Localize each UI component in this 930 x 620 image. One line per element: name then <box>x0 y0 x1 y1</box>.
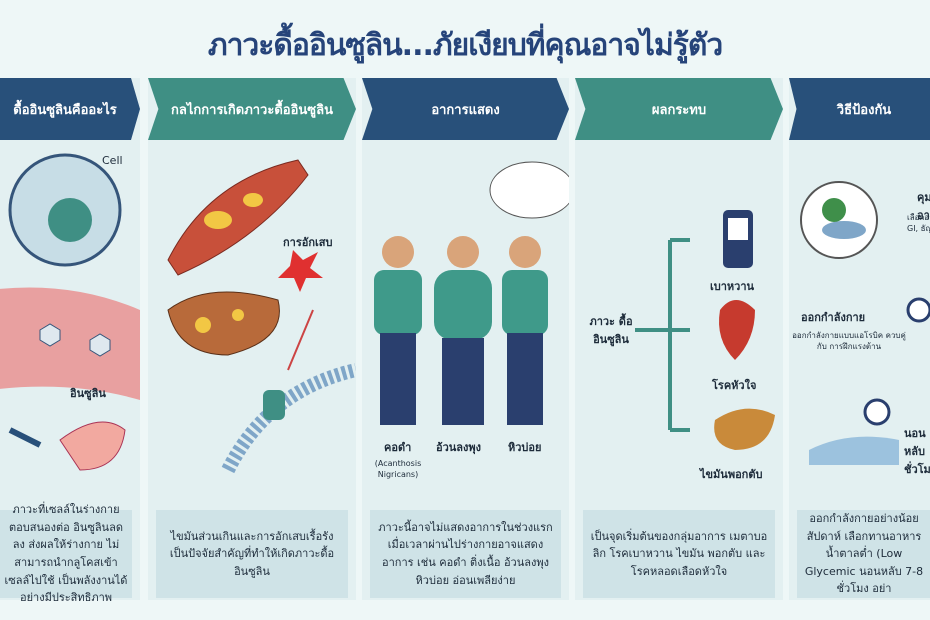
symptom-dark-neck: คอดำ <box>384 441 412 454</box>
section-header: วิธีป้องกัน <box>789 78 930 140</box>
cell-illustration: Cell อินซูลิน <box>0 140 140 500</box>
section-description: ภาวะที่เซลล์ในร่างกายตอบสนองต่อ อินซูลิน… <box>0 503 132 604</box>
section-mechanism: กลไกการเกิดภาวะดื้ออินซูลิน การอักเสบ ไข… <box>148 78 356 600</box>
section-header: ดื้ออินซูลินคืออะไร <box>0 78 140 140</box>
mechanism-illustration: การอักเสบ <box>148 140 356 500</box>
impact-heart: โรคหัวใจ <box>712 379 757 392</box>
prevention-exercise-desc: ออกกำลังกายแบบแอโรบิค ควบคู่กับ การฝึกแร… <box>792 331 906 352</box>
impact-diabetes: เบาหวาน <box>710 280 755 293</box>
section-prevention: วิธีป้องกัน คุมอาหาร เลือกอาหาร GI, ธัญพ… <box>789 78 930 600</box>
section-description: ไขมันส่วนเกินและการอักเสบเรื้อรัง เป็นปั… <box>156 510 348 598</box>
prevention-exercise: ออกกำลังกาย <box>801 311 866 324</box>
people-icon <box>374 161 569 425</box>
section-header: กลไกการเกิดภาวะดื้ออินซูลิน <box>148 78 356 140</box>
prevention-sleep: นอนหลับ ชั่วโมง <box>904 427 930 476</box>
section-what-is: ดื้ออินซูลินคืออะไร Cell อินซูลิน ภาวะที… <box>0 78 140 604</box>
branch-arrows-icon <box>635 210 775 450</box>
section-description: ภาวะนี้อาจไม่แสดงอาการในช่วงแรก เมื่อเวล… <box>370 510 561 598</box>
impact-source-label: ภาวะ ดื้อ อินซูลิน <box>589 315 633 346</box>
cell-label: Cell <box>102 154 123 167</box>
page-title: ภาวะดื้ออินซูลิน...ภัยเงียบที่คุณอาจไม่ร… <box>207 28 723 63</box>
plate-clock-bed-icon <box>800 181 930 465</box>
insulin-label: อินซูลิน <box>70 387 106 400</box>
section-description: เป็นจุดเริ่มต้นของกลุ่มอาการ เมตาบอลิก โ… <box>583 510 775 598</box>
inflammation-label: การอักเสบ <box>283 236 333 249</box>
section-header: อาการแสดง <box>362 78 569 140</box>
prevention-diet: คุมอาหาร <box>917 191 930 222</box>
impact-illustration: ภาวะ ดื้อ อินซูลิน เบาหวาน โรคหัวใจ ไขมั… <box>575 140 783 500</box>
prevention-illustration: คุมอาหาร เลือกอาหาร GI, ธัญพืช ออกกำลังก… <box>789 140 930 500</box>
symptom-hungry: หิวบ่อย <box>508 441 542 454</box>
section-description: ออกกำลังกายอย่างน้อย สัปดาห์ เลือกทานอาห… <box>797 510 930 598</box>
section-symptoms: อาการแสดง คอดำ (Acanthosis Nigricans) อ้… <box>362 78 569 600</box>
section-impact: ผลกระทบ ภาวะ ดื้อ อินซูลิน เบาหวาน โรคหั… <box>575 78 783 600</box>
impact-fatty-liver: ไขมันพอกตับ <box>700 468 763 481</box>
symptom-acanthosis: (Acanthosis Nigricans) <box>374 459 422 480</box>
cell-diagram-icon <box>0 153 140 471</box>
symptoms-illustration: คอดำ (Acanthosis Nigricans) อ้วนลงพุง หิ… <box>362 140 569 500</box>
muscle-liver-membrane-icon <box>167 159 356 474</box>
section-header: ผลกระทบ <box>575 78 783 140</box>
symptom-belly: อ้วนลงพุง <box>436 441 482 454</box>
prevention-diet-desc: เลือกอาหาร GI, ธัญพืช <box>907 213 930 234</box>
